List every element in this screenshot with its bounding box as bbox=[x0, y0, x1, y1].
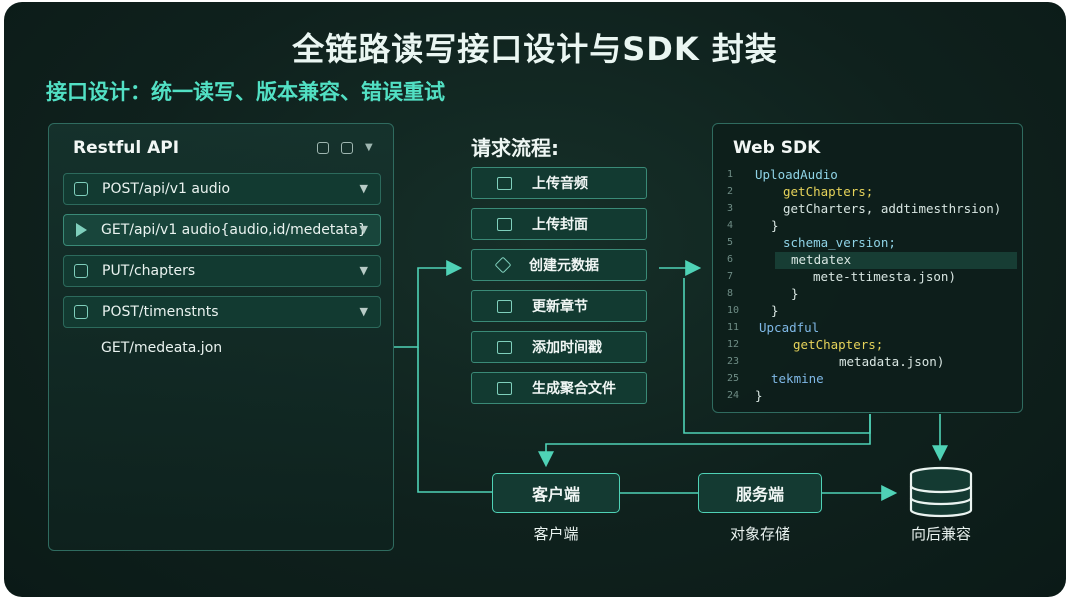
endpoint-post-audio[interactable]: POST/api/v1 audio ▼ bbox=[63, 173, 381, 205]
code-text: } bbox=[791, 286, 799, 301]
line-number: 10 bbox=[727, 305, 740, 316]
endpoint-get-metadata[interactable]: GET/medeata.jon bbox=[101, 340, 223, 356]
code-text: tekmine bbox=[771, 371, 824, 386]
line-number: 6 bbox=[727, 254, 734, 265]
document-icon bbox=[74, 305, 88, 319]
code-text: getChapters; bbox=[793, 337, 884, 352]
client-caption: 客户端 bbox=[533, 525, 579, 543]
image-icon bbox=[497, 299, 512, 313]
code-line: 11 Upcadful bbox=[713, 320, 1024, 337]
panel-header-icons: ▼ bbox=[317, 142, 377, 154]
web-sdk-panel: Web SDK 1 UploadAudio 2 getChapters; 3 g… bbox=[712, 123, 1023, 413]
line-number: 8 bbox=[727, 288, 734, 299]
line-number: 12 bbox=[727, 339, 740, 350]
api-to-client-connector bbox=[417, 347, 492, 493]
line-number: 2 bbox=[727, 186, 734, 197]
server-node[interactable]: 服务端 bbox=[698, 473, 822, 513]
step-label: 上传音频 bbox=[532, 176, 588, 192]
code-line: 1 UploadAudio bbox=[713, 167, 1024, 184]
settings-icon[interactable] bbox=[341, 142, 353, 154]
line-number: 23 bbox=[727, 356, 740, 367]
page-title: 全链路读写接口设计与SDK 封装 bbox=[292, 30, 778, 68]
code-text: mete-ttimesta.json) bbox=[813, 269, 956, 284]
code-line-highlighted: 6 metdatex bbox=[727, 252, 1017, 269]
endpoint-label: POST/api/v1 audio bbox=[102, 181, 231, 197]
cube-icon bbox=[497, 381, 512, 395]
code-text: schema_version; bbox=[783, 235, 896, 250]
code-text: } bbox=[771, 303, 779, 318]
clipboard-icon bbox=[74, 264, 88, 278]
step-add-timestamps[interactable]: 添加时间戳 bbox=[471, 331, 647, 363]
step-label: 更新章节 bbox=[532, 299, 588, 315]
line-number: 4 bbox=[727, 220, 734, 231]
play-icon bbox=[76, 223, 87, 237]
step-generate-bundle[interactable]: 生成聚合文件 bbox=[471, 372, 647, 404]
code-text: getCharters, addtimesthrsion) bbox=[783, 201, 1002, 216]
client-node[interactable]: 客户端 bbox=[492, 473, 620, 513]
code-line: 2 getChapters; bbox=[713, 184, 1024, 201]
step-label: 上传封面 bbox=[532, 217, 588, 233]
endpoint-label: GET/api/v1 audio{audio,id/medetata} bbox=[101, 222, 367, 238]
code-text: Upcadful bbox=[759, 320, 820, 335]
api-to-flow-connector bbox=[394, 260, 463, 348]
code-line: 5 schema_version; bbox=[713, 235, 1024, 252]
sdk-panel-title: Web SDK bbox=[733, 138, 821, 158]
endpoint-label: PUT/chapters bbox=[102, 263, 196, 279]
line-number: 24 bbox=[727, 390, 740, 401]
code-line: 12 getChapters; bbox=[713, 337, 1024, 354]
code-line: 25 tekmine bbox=[713, 371, 1024, 388]
chevron-down-icon[interactable]: ▼ bbox=[359, 223, 368, 236]
database-icon[interactable] bbox=[908, 466, 974, 518]
code-text: UploadAudio bbox=[755, 167, 838, 182]
flow-title: 请求流程: bbox=[471, 136, 559, 160]
step-label: 添加时间戳 bbox=[532, 340, 602, 356]
sdk-to-client-arrow bbox=[538, 414, 871, 468]
step-update-chapters[interactable]: 更新章节 bbox=[471, 290, 647, 322]
code-text: getChapters; bbox=[783, 184, 874, 199]
chevron-down-icon[interactable]: ▼ bbox=[359, 305, 368, 318]
page-subtitle: 接口设计：统一读写、版本兼容、错误重试 bbox=[46, 80, 445, 104]
chevron-down-icon[interactable]: ▼ bbox=[365, 142, 373, 153]
endpoint-post-timestamps[interactable]: POST/timenstnts ▼ bbox=[63, 296, 381, 328]
step-upload-audio[interactable]: 上传音频 bbox=[471, 167, 647, 199]
monitor-icon bbox=[497, 176, 512, 190]
line-number: 11 bbox=[727, 322, 740, 333]
diamond-icon bbox=[494, 256, 512, 274]
list-icon bbox=[497, 340, 512, 354]
code-line: 4 } bbox=[713, 218, 1024, 235]
endpoint-get-audio[interactable]: GET/api/v1 audio{audio,id/medetata} ▼ bbox=[63, 214, 381, 246]
code-line: 24 } bbox=[713, 388, 1024, 405]
code-line: 7 mete-ttimesta.json) bbox=[713, 269, 1024, 286]
chevron-down-icon[interactable]: ▼ bbox=[359, 264, 368, 277]
restful-api-panel: Restful API ▼ POST/api/v1 audio ▼ GET/ap… bbox=[48, 123, 394, 551]
endpoint-label: POST/timenstnts bbox=[102, 304, 219, 320]
code-text: metdatex bbox=[791, 252, 852, 267]
home-icon bbox=[74, 182, 88, 196]
tablet-icon bbox=[497, 217, 512, 231]
line-number: 1 bbox=[727, 169, 734, 180]
line-number: 25 bbox=[727, 373, 740, 384]
code-text: metadata.json) bbox=[839, 354, 945, 369]
line-number: 7 bbox=[727, 271, 734, 282]
step-label: 创建元数据 bbox=[529, 258, 599, 274]
code-text: } bbox=[771, 218, 779, 233]
step-create-metadata[interactable]: 创建元数据 bbox=[471, 249, 647, 281]
line-number: 3 bbox=[727, 203, 734, 214]
server-caption: 对象存储 bbox=[729, 525, 790, 543]
endpoint-put-chapters[interactable]: PUT/chapters ▼ bbox=[63, 255, 381, 287]
code-line: 8 } bbox=[713, 286, 1024, 303]
code-line: 23 metadata.json) bbox=[713, 354, 1024, 371]
chevron-down-icon[interactable]: ▼ bbox=[359, 182, 368, 195]
code-line: 10 } bbox=[713, 303, 1024, 320]
camera-icon[interactable] bbox=[317, 142, 329, 154]
connector-lines bbox=[394, 260, 948, 501]
db-caption: 向后兼容 bbox=[910, 525, 971, 543]
step-label: 生成聚合文件 bbox=[532, 381, 616, 397]
api-panel-title: Restful API bbox=[73, 138, 180, 158]
step-upload-cover[interactable]: 上传封面 bbox=[471, 208, 647, 240]
diagram-canvas: 全链路读写接口设计与SDK 封装 接口设计：统一读写、版本兼容、错误重试 Res… bbox=[4, 2, 1066, 597]
code-line: 3 getCharters, addtimesthrsion) bbox=[713, 201, 1024, 218]
code-text: } bbox=[755, 388, 763, 403]
line-number: 5 bbox=[727, 237, 734, 248]
